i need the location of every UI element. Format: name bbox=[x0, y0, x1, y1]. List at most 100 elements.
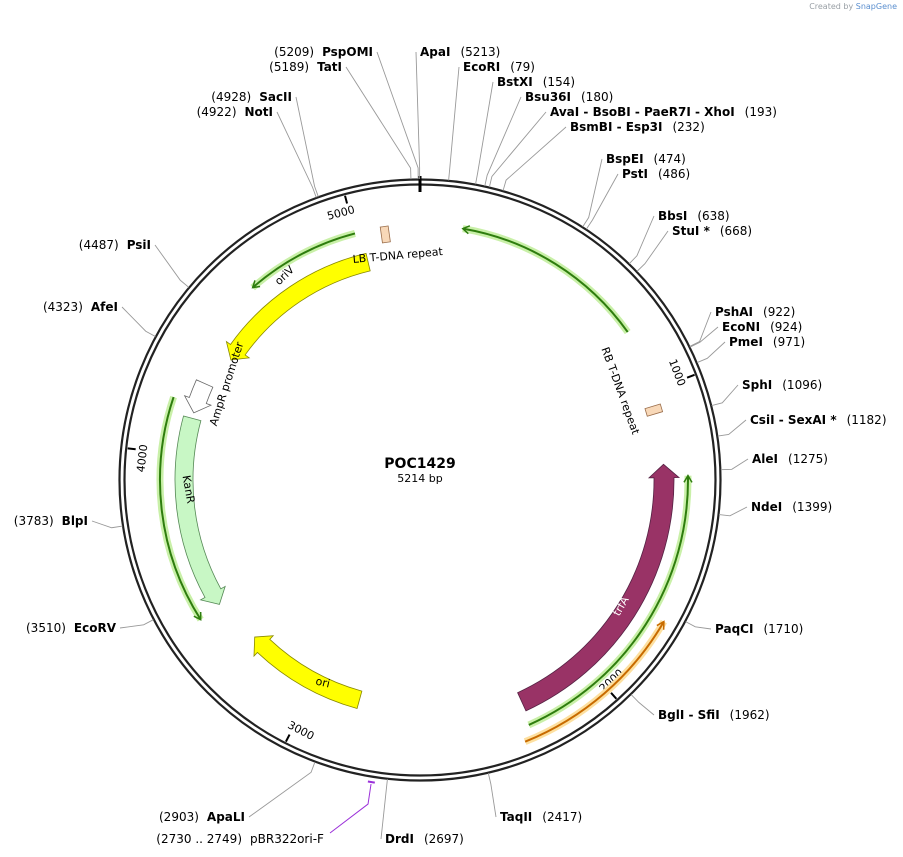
green-arc-rb-head bbox=[461, 225, 471, 235]
site-name-tati: TatI bbox=[317, 60, 342, 74]
site-apali: (2903)ApaLI bbox=[159, 810, 245, 824]
site-bbsi: BbsI(638) bbox=[658, 209, 730, 223]
site-leader-apai bbox=[415, 51, 421, 180]
site-name-sacii: SacII bbox=[259, 90, 292, 104]
site-pos-blpi: (3783) bbox=[14, 514, 54, 528]
site-name-ecorv: EcoRV bbox=[74, 621, 117, 635]
site-name-afei: AfeI bbox=[91, 300, 118, 314]
site-leader-csii bbox=[717, 419, 747, 437]
site-tati: (5189)TatI bbox=[269, 60, 342, 74]
site-name-avai: AvaI - BsoBI - PaeR7I - XhoI bbox=[550, 105, 735, 119]
feature-label-lb: LB T-DNA repeat bbox=[352, 245, 444, 266]
site-leader-drdi bbox=[380, 779, 388, 840]
site-pos-apai: (5213) bbox=[460, 45, 500, 59]
site-name-bspei: BspEI bbox=[606, 152, 644, 166]
site-name-pshai: PshAI bbox=[715, 305, 753, 319]
feature-ori bbox=[253, 635, 363, 709]
site-paqci: PaqCI(1710) bbox=[715, 622, 803, 636]
green-arc-trfa bbox=[528, 475, 689, 726]
site-pos-econi: (924) bbox=[770, 320, 802, 334]
feature-label-ori: ori bbox=[314, 675, 331, 691]
site-leader-taqii bbox=[487, 773, 497, 818]
site-taqii: TaqII(2417) bbox=[500, 810, 582, 824]
site-leader-psii bbox=[154, 244, 190, 288]
green-arc-kanr bbox=[159, 396, 202, 621]
site-avai: AvaI - BsoBI - PaeR7I - XhoI (193) bbox=[550, 105, 777, 119]
site-leader-bsmbi bbox=[502, 126, 567, 191]
plasmid-size: 5214 bp bbox=[397, 472, 442, 485]
site-name-noti: NotI bbox=[245, 105, 274, 119]
tick-label-1000: 1000 bbox=[666, 357, 688, 388]
site-leader-ecorv bbox=[119, 619, 154, 629]
site-leader-stui bbox=[636, 230, 669, 272]
site-name-ndei: NdeI bbox=[751, 500, 782, 514]
site-pos-bstxi: (154) bbox=[543, 75, 575, 89]
site-layer: ApaI(5213)EcoRI(79)BstXI(154)Bsu36I(180)… bbox=[14, 45, 887, 846]
tick-label-3000: 3000 bbox=[285, 718, 316, 742]
site-pos-noti: (4922) bbox=[197, 105, 237, 119]
feature-trfa bbox=[517, 463, 681, 712]
site-name-bstxi: BstXI bbox=[497, 75, 533, 89]
tick-mark-2000 bbox=[610, 692, 618, 700]
site-pos-ecori: (79) bbox=[510, 60, 535, 74]
credit-prefix: Created by bbox=[809, 2, 854, 11]
site-name-psii: PsiI bbox=[127, 238, 151, 252]
feature-lb-box bbox=[379, 225, 391, 244]
site-leader-ndei bbox=[718, 506, 748, 517]
green-arc-rb bbox=[462, 227, 629, 333]
site-leader-pshai bbox=[689, 311, 712, 347]
site-ndei: NdeI (1399) bbox=[751, 500, 832, 514]
site-leader-alei bbox=[720, 458, 749, 471]
site-pos-bsmbi: (232) bbox=[672, 120, 704, 134]
primer-label: pBR322ori-F bbox=[250, 832, 324, 846]
site-pspomi: (5209)PspOMI bbox=[274, 45, 373, 59]
primer-mark bbox=[367, 780, 375, 784]
site-bstxi: BstXI (154) bbox=[497, 75, 575, 89]
tick-mark-1000 bbox=[686, 373, 695, 379]
snapgene-logo-text: SnapGene bbox=[855, 2, 897, 11]
site-noti: (4922) NotI bbox=[197, 105, 273, 119]
site-pos-avai: (193) bbox=[745, 105, 777, 119]
site-csii: CsiI - SexAI * (1182) bbox=[750, 413, 887, 427]
site-pos-csii: (1182) bbox=[847, 413, 887, 427]
site-pos-bspei: (474) bbox=[654, 152, 686, 166]
site-sphi: SphI(1096) bbox=[742, 378, 822, 392]
site-pos-stui: (668) bbox=[720, 224, 752, 238]
site-leader-avai bbox=[488, 111, 547, 188]
site-sacii: (4928) SacII bbox=[211, 90, 292, 104]
feature-label-kanr: KanR bbox=[180, 474, 198, 505]
site-pos-apali: (2903) bbox=[159, 810, 199, 824]
orange-arc-trfa-head bbox=[656, 620, 665, 630]
tick-label-4000: 4000 bbox=[134, 444, 150, 473]
site-pos-ndei: (1399) bbox=[792, 500, 832, 514]
site-name-bgli: BglI - SfiI bbox=[658, 708, 720, 722]
site-name-alei: AleI bbox=[752, 452, 778, 466]
site-pos-bgli: (1962) bbox=[730, 708, 770, 722]
site-bgli: BglI - SfiI (1962) bbox=[658, 708, 770, 722]
site-blpi: (3783) BlpI bbox=[14, 514, 88, 528]
site-pos-bsu36i: (180) bbox=[581, 90, 613, 104]
site-name-blpi: BlpI bbox=[62, 514, 88, 528]
site-leader-sphi bbox=[711, 384, 739, 406]
green-arc-lb bbox=[252, 232, 356, 289]
site-leader-blpi bbox=[91, 520, 123, 529]
site-leader-bbsi bbox=[628, 215, 655, 264]
site-leader-apali bbox=[248, 761, 316, 818]
site-psti: PstI(486) bbox=[622, 167, 690, 181]
orange-arc-trfa bbox=[524, 621, 665, 743]
feature-label-ampr: AmpR promoter bbox=[207, 340, 247, 428]
site-name-csii: CsiI - SexAI * bbox=[750, 413, 837, 427]
primer-range: (2730 .. 2749) bbox=[156, 832, 242, 846]
site-leader-afei bbox=[121, 306, 156, 337]
site-name-econi: EcoNI bbox=[722, 320, 760, 334]
snapgene-credit: Created by SnapGene bbox=[809, 2, 897, 11]
tick-mark-5000 bbox=[344, 195, 349, 204]
site-pos-paqci: (1710) bbox=[763, 622, 803, 636]
site-pos-sacii: (4928) bbox=[211, 90, 251, 104]
site-name-bsmbi: BsmBI - Esp3I bbox=[570, 120, 662, 134]
site-leader-noti bbox=[276, 111, 317, 198]
site-drdi: DrdI(2697) bbox=[385, 832, 464, 846]
site-leader-pspomi bbox=[376, 51, 419, 180]
